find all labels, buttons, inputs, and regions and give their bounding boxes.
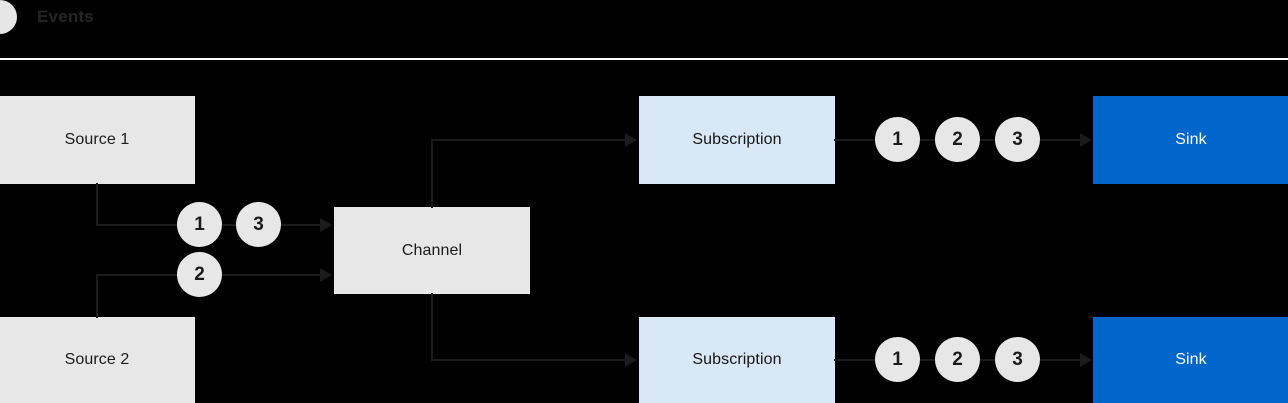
event-circle-label: 1	[892, 128, 903, 150]
node-source-1[interactable]: Source 1	[0, 96, 195, 184]
event-circle-label: 3	[1012, 348, 1023, 370]
connector-source2-arrowhead	[320, 268, 332, 282]
connector-channel-top-vertical	[431, 140, 433, 208]
event-circle-label: 3	[1012, 128, 1023, 150]
node-source-2[interactable]: Source 2	[0, 317, 195, 403]
legend: Events	[0, 0, 94, 34]
node-subscription-top-label: Subscription	[692, 131, 782, 148]
event-circle-label: 1	[892, 348, 903, 370]
connector-source1-vertical	[96, 183, 98, 226]
event-circle-subbottom-1: 1	[875, 337, 920, 382]
node-channel[interactable]: Channel	[334, 207, 530, 294]
header-divider	[0, 58, 1288, 60]
event-circle-label: 2	[194, 263, 205, 285]
connector-channel-top-horizontal	[431, 139, 625, 141]
event-circle-label: 3	[253, 213, 264, 235]
connector-channel-bottom-horizontal	[431, 359, 625, 361]
node-source-1-label: Source 1	[64, 131, 130, 148]
legend-label: Events	[37, 7, 94, 26]
event-circle-label: 2	[952, 128, 963, 150]
events-legend-dot-icon	[0, 0, 17, 34]
event-circle-subbottom-2: 2	[935, 337, 980, 382]
node-subscription-bottom-label: Subscription	[692, 351, 782, 368]
connector-channel-top-arrowhead	[625, 133, 637, 147]
connector-subbottom-sink-arrowhead	[1080, 353, 1092, 367]
event-circle-subtop-2: 2	[935, 117, 980, 162]
node-sink-top-label: Sink	[1175, 131, 1207, 148]
node-sink-bottom-label: Sink	[1175, 351, 1207, 368]
node-sink-bottom[interactable]: Sink	[1093, 317, 1288, 403]
event-circle-source1-1: 1	[177, 202, 222, 247]
event-circle-label: 2	[952, 348, 963, 370]
connector-channel-bottom-arrowhead	[625, 353, 637, 367]
connector-source1-arrowhead	[320, 218, 332, 232]
event-circle-source2-2: 2	[177, 252, 222, 297]
node-subscription-bottom[interactable]: Subscription	[639, 317, 835, 403]
connector-source2-vertical	[96, 275, 98, 318]
node-source-2-label: Source 2	[64, 351, 130, 368]
event-circle-subtop-1: 1	[875, 117, 920, 162]
event-circle-label: 1	[194, 213, 205, 235]
node-sink-top[interactable]: Sink	[1093, 96, 1288, 184]
event-circle-subbottom-3: 3	[995, 337, 1040, 382]
node-channel-label: Channel	[401, 241, 463, 259]
connector-subtop-sink-arrowhead	[1080, 133, 1092, 147]
connector-channel-bottom-vertical	[431, 293, 433, 361]
node-subscription-top[interactable]: Subscription	[639, 96, 835, 184]
event-circle-subtop-3: 3	[995, 117, 1040, 162]
event-circle-source1-3: 3	[236, 202, 281, 247]
